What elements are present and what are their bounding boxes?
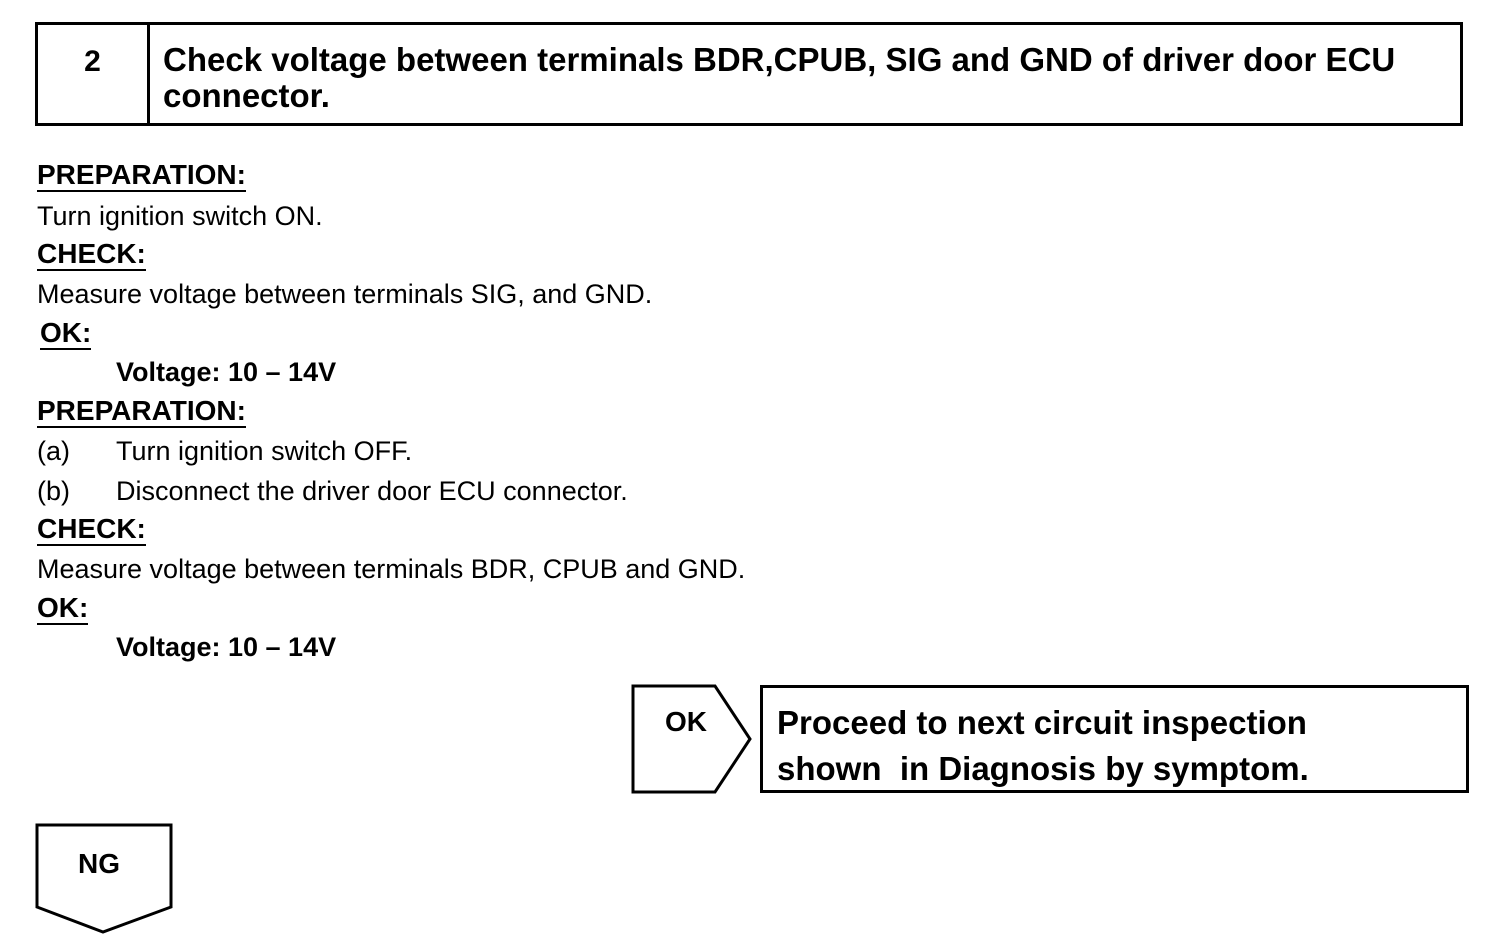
list-item-text: Turn ignition switch OFF. [116, 436, 413, 466]
ok-value-1: Voltage: 10 – 14V [116, 357, 337, 387]
ng-flow-label: NG [78, 848, 120, 879]
list-item-text: Disconnect the driver door ECU connector… [116, 476, 628, 506]
ok-value-2: Voltage: 10 – 14V [116, 632, 337, 662]
ok-heading-2: OK: [37, 592, 89, 625]
step-title: Check voltage between terminals BDR,CPUB… [163, 41, 1396, 114]
check-text-1: Measure voltage between terminals SIG, a… [37, 279, 653, 309]
ng-arrow-shape [35, 823, 173, 934]
ok-heading-1: OK: [40, 317, 92, 350]
check-heading-1: CHECK: [37, 238, 146, 271]
list-item: (b) Disconnect the driver door ECU connec… [37, 474, 628, 508]
ok-arrow-shape [631, 684, 752, 794]
ok-result-line-2: shown in Diagnosis by symptom. [777, 750, 1309, 787]
list-item-marker: (a) [37, 436, 70, 466]
ok-result-box: Proceed to next circuit inspection shown… [760, 685, 1469, 793]
check-heading-2: CHECK: [37, 513, 146, 546]
list-item-marker: (b) [37, 476, 70, 506]
ok-result-line-1: Proceed to next circuit inspection [777, 704, 1307, 741]
preparation-heading-1: PREPARATION: [37, 159, 246, 192]
preparation-text-1: Turn ignition switch ON. [37, 201, 323, 231]
step-header: 2 Check voltage between terminals BDR,CP… [35, 22, 1463, 126]
step-number: 2 [38, 25, 150, 123]
list-item: (a) Turn ignition switch OFF. [37, 434, 412, 468]
preparation-heading-2: PREPARATION: [37, 395, 246, 428]
ok-flow-label: OK [665, 706, 707, 737]
check-text-2: Measure voltage between terminals BDR, C… [37, 554, 746, 584]
